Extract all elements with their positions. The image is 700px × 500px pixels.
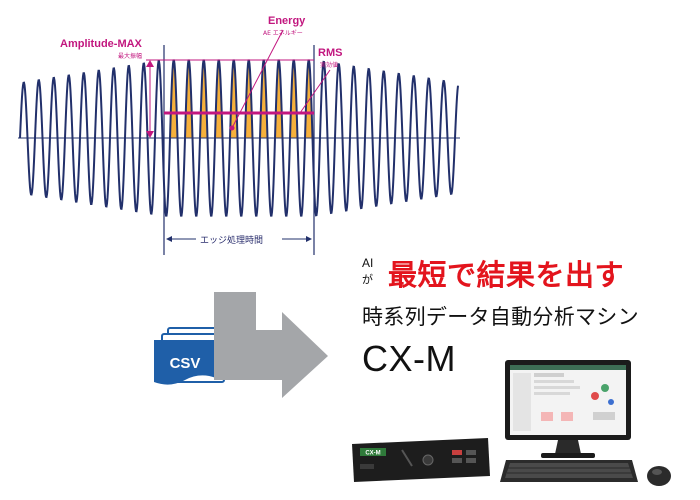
keyboard-image [500,460,638,482]
edge-time-label: エッジ処理時間 [200,234,263,246]
amplitude-max-label: Amplitude-MAX [60,38,143,50]
mouse-image [647,466,671,486]
energy-sublabel: AE エネルギー [263,30,303,37]
headline-ai: AI [362,256,374,270]
energy-label: Energy [268,15,306,27]
energy-leader [231,29,284,129]
hardware-box-label: CX-M [365,451,380,457]
headline-particle: が [362,273,373,286]
waveform-line [19,59,459,217]
rms-leader [299,69,331,114]
rms-sublabel: 実効値 [320,61,338,69]
waveform-figure: Amplitude-MAX 最大振幅 Energy AE エネルギー RMS 実… [18,15,460,255]
headline: AI が 最短で結果を出す [362,252,700,292]
headline-main-text: 最短で結果を出す [388,258,625,292]
csv-label: CSV [170,355,201,372]
monitor-image [505,360,631,458]
subtitle: 時系列データ自動分析マシン [362,305,639,329]
product-name: CX-M [362,338,456,379]
amplitude-max-sublabel: 最大振幅 [118,52,142,60]
rms-label: RMS [318,47,342,59]
cx-m-hardware-box: CX-M [352,438,490,482]
flow-arrow [214,292,328,398]
